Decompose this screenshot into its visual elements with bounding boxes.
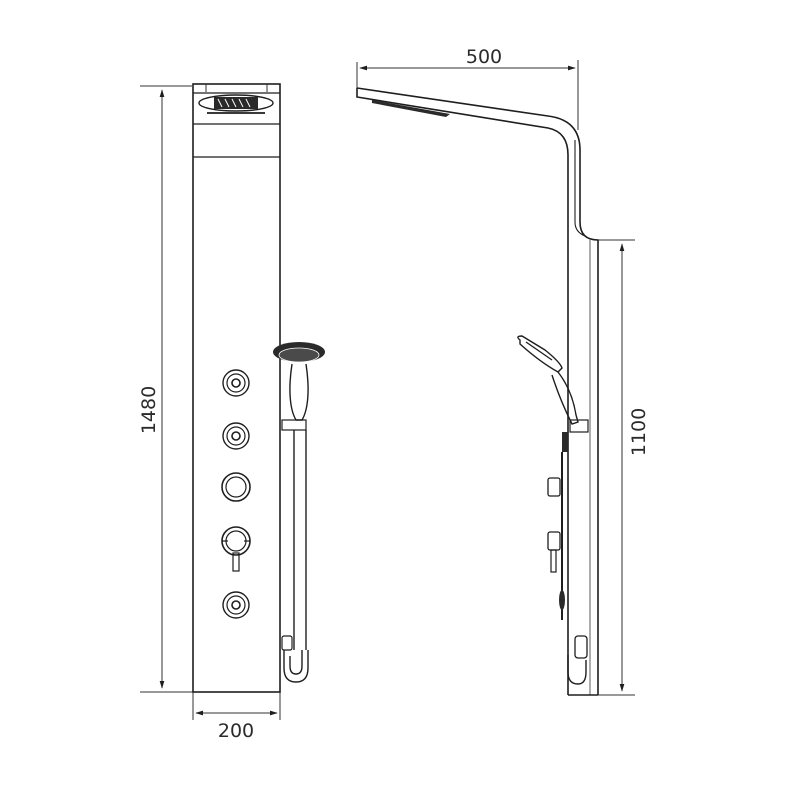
handheld-shower-front-icon: [273, 342, 325, 683]
body-jet-icon-4: [222, 591, 250, 619]
dimension-label-width: 200: [218, 720, 254, 742]
front-view: 1480 200: [138, 83, 325, 742]
dimension-label-panel-height: 1100: [628, 408, 650, 456]
hose-connector-side-icon: [567, 635, 588, 685]
dimension-height-front: 1480: [138, 85, 280, 693]
handheld-shower-side-icon: [517, 335, 589, 452]
side-body-jets-icon: [547, 452, 565, 620]
side-view: 500 1100: [356, 46, 650, 696]
mixer-valve-handle-icon: [221, 526, 251, 572]
dimension-reach-side: 500: [356, 46, 579, 130]
body-jet-icon-1: [222, 369, 250, 397]
dimension-label-height: 1480: [138, 386, 160, 434]
dimension-label-reach: 500: [466, 46, 502, 68]
rain-shower-head-icon: [198, 94, 274, 114]
panel-body-front: [192, 83, 281, 693]
dimension-width-front: 200: [192, 692, 281, 742]
body-jet-icon-2: [222, 422, 250, 450]
dimension-panel-height-side: 1100: [590, 239, 650, 696]
overhead-shower-arm-icon: [356, 87, 599, 696]
body-jet-icon-3: [221, 472, 251, 502]
